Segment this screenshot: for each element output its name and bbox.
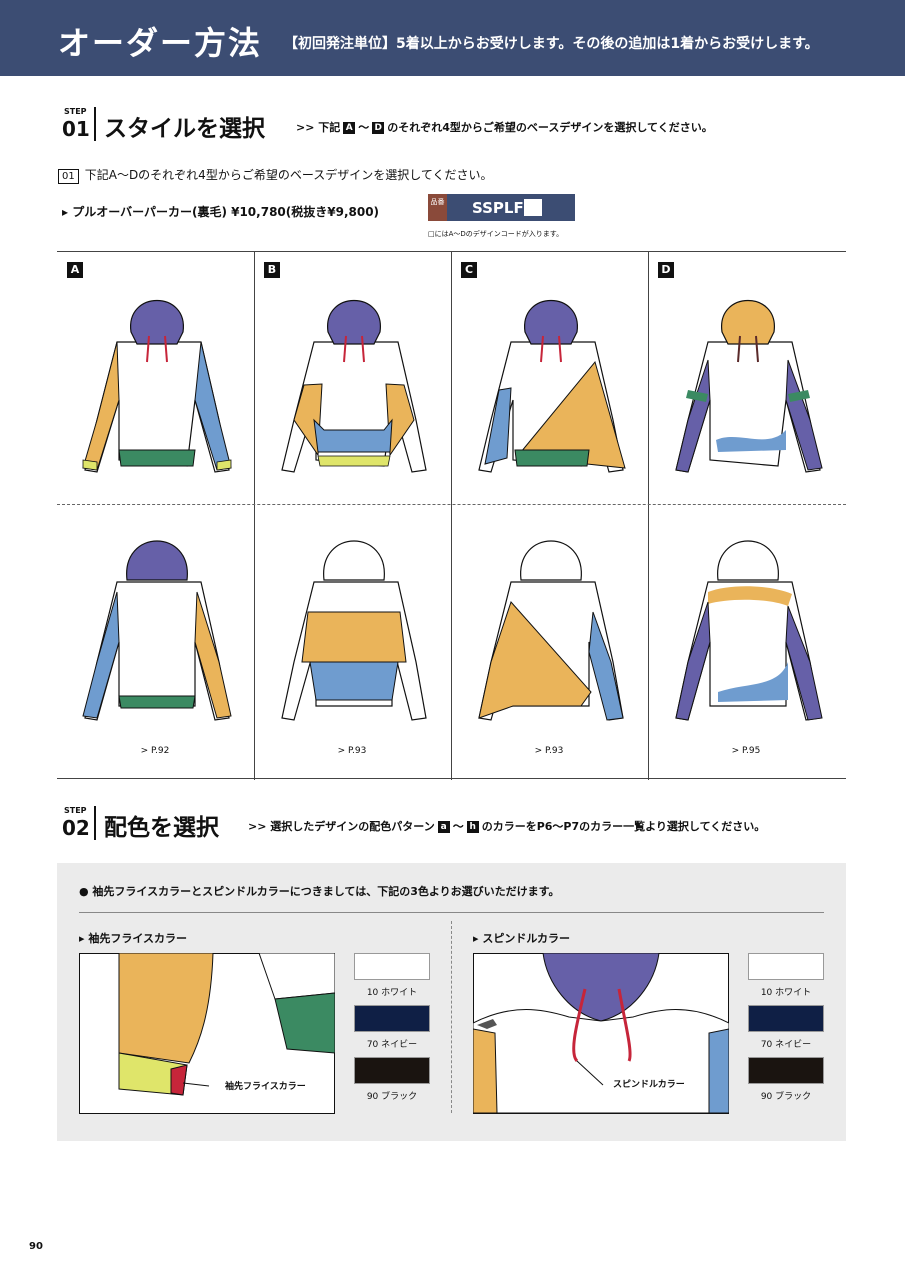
- design-label-d: D: [658, 262, 674, 278]
- design-grid: A B C D: [57, 251, 846, 780]
- swatch-black[interactable]: [748, 1057, 824, 1084]
- hoodie-c-back: [478, 540, 624, 721]
- instruction-box: 01: [58, 169, 79, 184]
- swatch-label-white: 10 ホワイト: [760, 988, 812, 998]
- design-label-c: C: [461, 262, 477, 278]
- grid-divider: [648, 252, 649, 780]
- hoodie-a-back: [82, 540, 232, 721]
- step-divider: [94, 107, 96, 141]
- swatch-label-navy: 70 ネイビー: [760, 1040, 812, 1050]
- panel-dashed-divider: [451, 921, 452, 1113]
- hoodie-d-back: [675, 540, 823, 721]
- swatch-label-white: 10 ホワイト: [366, 988, 418, 998]
- code-tag: 品番: [428, 194, 447, 221]
- swatch-label-black: 90 ブラック: [760, 1092, 812, 1102]
- spindle-title: ▸ スピンドルカラー: [473, 932, 571, 945]
- step-number: 02: [62, 816, 90, 840]
- cuff-callout: 袖先フライスカラー: [225, 1082, 306, 1092]
- page-number: 90: [29, 1241, 43, 1252]
- grid-dashed-divider: [57, 504, 846, 505]
- hoodie-b-back: [281, 540, 427, 721]
- step-label: STEP: [64, 107, 87, 116]
- swatch-white[interactable]: [354, 953, 430, 980]
- code-blank-square: [524, 199, 542, 216]
- cuff-title: ▸ 袖先フライスカラー: [79, 932, 188, 945]
- step-number: 01: [62, 117, 90, 141]
- color-note: ● 袖先フライスカラーとスピンドルカラーにつきましては、下記の3色よりお選びいた…: [79, 885, 560, 898]
- page-ref-b[interactable]: > P.93: [337, 746, 367, 756]
- code-note: □にはA〜Dのデザインコードが入ります。: [428, 230, 564, 238]
- desc-badge-a: A: [343, 122, 356, 134]
- color-panel: ● 袖先フライスカラーとスピンドルカラーにつきましては、下記の3色よりお選びいた…: [57, 863, 846, 1141]
- hoodie-b-front: [281, 300, 427, 473]
- hoodie-c-front: [478, 300, 626, 473]
- product-code: SSPLF: [472, 199, 524, 217]
- desc-text-post: のそれぞれ4型からご希望のベースデザインを選択してください。: [387, 121, 713, 134]
- step-label: STEP: [64, 806, 87, 815]
- step-divider: [94, 806, 96, 840]
- desc-badge-h: h: [466, 821, 479, 833]
- swatch-black[interactable]: [354, 1057, 430, 1084]
- panel-rule: [79, 912, 824, 913]
- hoodie-d-front: [675, 300, 823, 473]
- swatch-white[interactable]: [748, 953, 824, 980]
- product-name: ▸ プルオーバーパーカー(裏毛) ¥10,780(税抜き¥9,800): [62, 205, 380, 219]
- swatch-navy[interactable]: [748, 1005, 824, 1032]
- page-ref-c[interactable]: > P.93: [534, 746, 564, 756]
- product-code-box: 品番 SSPLF: [428, 194, 575, 221]
- step-02-title: 配色を選択: [104, 815, 219, 841]
- desc-text: >> 下記: [296, 121, 341, 134]
- desc-text-post: のカラーをP6〜P7のカラー一覧より選択してください。: [481, 820, 766, 833]
- spindle-callout: スピンドルカラー: [613, 1080, 685, 1090]
- grid-divider: [254, 252, 255, 780]
- swatch-label-navy: 70 ネイビー: [366, 1040, 418, 1050]
- grid-divider: [451, 252, 452, 780]
- page-ref-a[interactable]: > P.92: [140, 746, 170, 756]
- page-header: オーダー方法 【初回発注単位】5着以上からお受けします。その後の追加は1着からお…: [0, 0, 905, 76]
- swatch-navy[interactable]: [354, 1005, 430, 1032]
- spindle-detail-illustration: [473, 953, 729, 1114]
- page-subtitle: 【初回発注単位】5着以上からお受けします。その後の追加は1着からお受けします。: [284, 36, 819, 52]
- instruction-text: 下記A〜Dのそれぞれ4型からご希望のベースデザインを選択してください。: [84, 168, 493, 182]
- design-label-a: A: [67, 262, 83, 278]
- page-title: オーダー方法: [58, 24, 263, 62]
- page-ref-d[interactable]: > P.95: [731, 746, 761, 756]
- instruction-line: 01 下記A〜Dのそれぞれ4型からご希望のベースデザインを選択してください。: [58, 166, 493, 184]
- desc-tilde: 〜: [452, 820, 464, 833]
- design-label-b: B: [264, 262, 280, 278]
- cuff-detail-illustration: [79, 953, 335, 1114]
- desc-tilde: 〜: [358, 121, 370, 134]
- hoodie-a-front: [82, 300, 232, 473]
- desc-text: >> 選択したデザインの配色パターン: [248, 820, 435, 833]
- step-01-title: スタイルを選択: [104, 116, 265, 142]
- desc-badge-a: a: [437, 821, 450, 833]
- desc-badge-d: D: [372, 122, 385, 134]
- swatch-label-black: 90 ブラック: [366, 1092, 418, 1102]
